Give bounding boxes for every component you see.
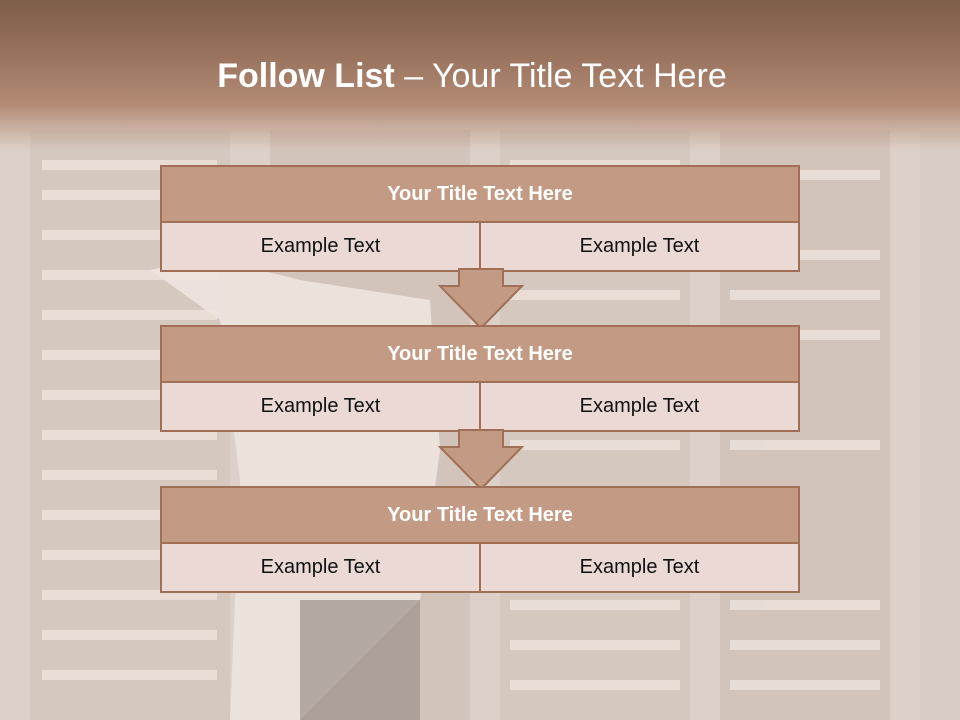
down-arrow-icon <box>438 268 524 330</box>
follow-block-2: Your Title Text Here Example Text Exampl… <box>160 325 800 432</box>
block-right-cell: Example Text <box>479 221 800 272</box>
slide-title-rest: – Your Title Text Here <box>394 57 727 95</box>
block-title: Your Title Text Here <box>160 486 800 544</box>
down-arrow-icon <box>438 429 524 491</box>
block-right-cell: Example Text <box>479 542 800 593</box>
follow-block-3: Your Title Text Here Example Text Exampl… <box>160 486 800 593</box>
block-left-cell: Example Text <box>160 381 481 432</box>
slide-title: Follow List – Your Title Text Here <box>0 54 944 98</box>
block-left-cell: Example Text <box>160 221 481 272</box>
header-band <box>0 0 960 150</box>
follow-block-1: Your Title Text Here Example Text Exampl… <box>160 165 800 272</box>
block-title: Your Title Text Here <box>160 325 800 383</box>
block-title: Your Title Text Here <box>160 165 800 223</box>
slide-title-bold: Follow List <box>217 57 395 95</box>
block-right-cell: Example Text <box>479 381 800 432</box>
block-left-cell: Example Text <box>160 542 481 593</box>
